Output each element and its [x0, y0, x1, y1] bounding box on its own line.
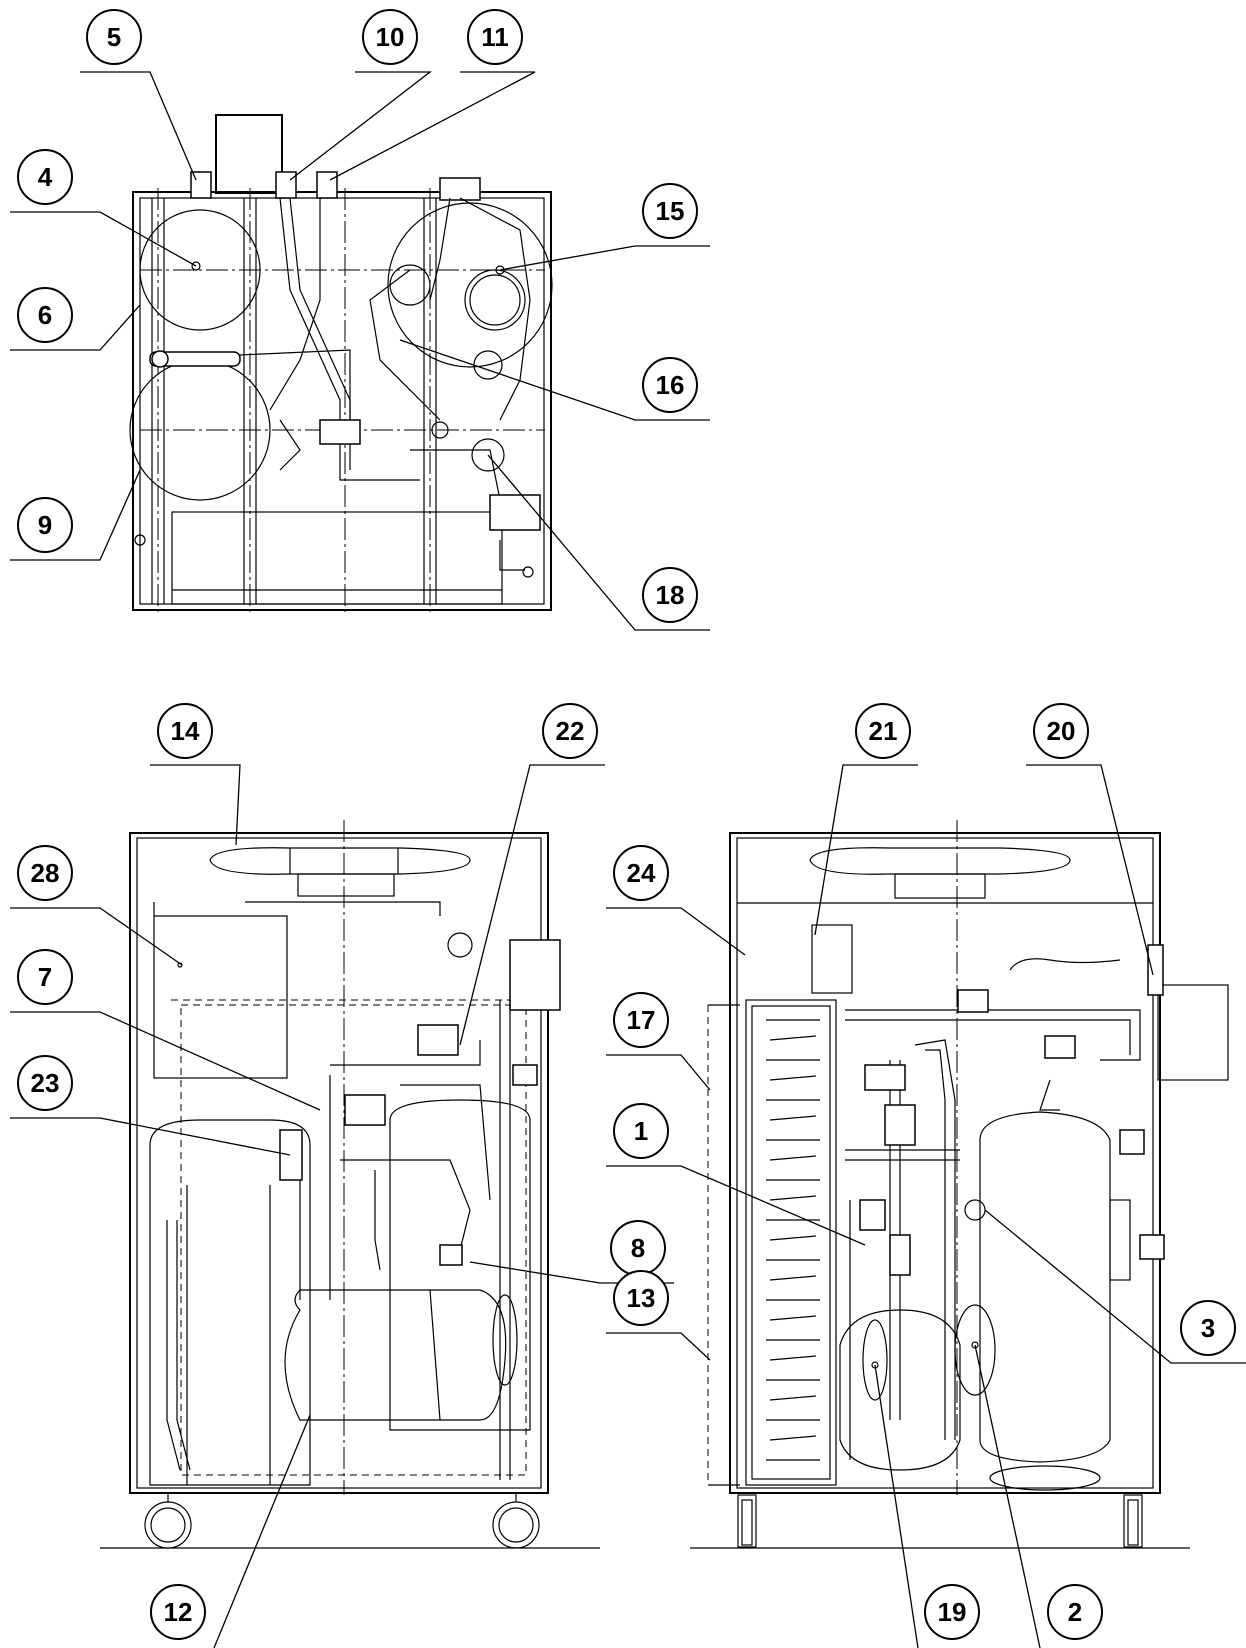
- balloon-14: 14: [157, 703, 213, 759]
- front-view-frame: [129, 832, 549, 1494]
- fan-front: [209, 847, 471, 875]
- top-duct: [215, 114, 283, 194]
- condenser-fins: [766, 1019, 820, 1461]
- leader-lines: [10, 71, 1246, 1648]
- balloon-6-label: 6: [38, 300, 52, 330]
- balloon-22: 22: [542, 703, 598, 759]
- balloon-6: 6: [17, 287, 73, 343]
- balloon-28-label: 28: [31, 858, 60, 888]
- caster-side-right: [1123, 1494, 1143, 1548]
- balloon-4: 4: [17, 149, 73, 205]
- balloon-13-label: 13: [627, 1283, 656, 1313]
- control-box: [153, 915, 288, 1079]
- side-view-frame: [729, 832, 1161, 1494]
- receiver-tank-top: [139, 209, 261, 331]
- balloon-11: 11: [467, 9, 523, 65]
- balloon-14-label: 14: [171, 716, 200, 746]
- balloon-13: 13: [613, 1270, 669, 1326]
- balloon-18-label: 18: [656, 580, 685, 610]
- balloon-8: 8: [610, 1220, 666, 1276]
- balloon-19: 19: [924, 1584, 980, 1640]
- caster-front-left: [144, 1493, 192, 1549]
- balloon-23-label: 23: [31, 1068, 60, 1098]
- balloon-7: 7: [17, 949, 73, 1005]
- balloon-19-label: 19: [938, 1597, 967, 1627]
- balloon-20-label: 20: [1047, 716, 1076, 746]
- balloon-7-label: 7: [38, 962, 52, 992]
- condenser-coil: [745, 999, 837, 1486]
- balloon-10: 10: [362, 9, 418, 65]
- balloon-24-label: 24: [627, 858, 656, 888]
- compressor-side: [979, 1111, 1111, 1463]
- balloon-17-label: 17: [627, 1005, 656, 1035]
- balloon-17: 17: [613, 992, 669, 1048]
- balloon-11-label: 11: [481, 22, 509, 52]
- balloon-1: 1: [613, 1103, 669, 1159]
- balloon-2: 2: [1047, 1584, 1103, 1640]
- balloon-10-label: 10: [376, 22, 405, 52]
- balloon-21: 21: [855, 703, 911, 759]
- balloon-15-label: 15: [656, 196, 685, 226]
- balloon-2-label: 2: [1068, 1597, 1082, 1627]
- balloon-20: 20: [1033, 703, 1089, 759]
- balloon-3-label: 3: [1201, 1313, 1215, 1343]
- side-view: [690, 820, 1229, 1549]
- balloon-5: 5: [86, 9, 142, 65]
- top-view-frame: [132, 191, 552, 611]
- balloon-21-label: 21: [869, 716, 898, 746]
- balloon-1-label: 1: [634, 1116, 648, 1146]
- balloon-5-label: 5: [107, 22, 121, 52]
- balloon-9: 9: [17, 497, 73, 553]
- balloon-16: 16: [642, 357, 698, 413]
- balloon-16-label: 16: [656, 370, 685, 400]
- balloon-28: 28: [17, 845, 73, 901]
- balloon-9-label: 9: [38, 510, 52, 540]
- balloon-18: 18: [642, 567, 698, 623]
- top-view-inner-frame: [139, 197, 545, 605]
- balloon-4-label: 4: [38, 162, 53, 192]
- fan-side: [809, 847, 1071, 875]
- balloon-12-label: 12: [164, 1597, 193, 1627]
- electrical-box-20: [1157, 984, 1229, 1081]
- top-view: [129, 114, 553, 612]
- caster-side-left: [737, 1494, 757, 1548]
- balloon-12: 12: [150, 1584, 206, 1640]
- receiver-tank-front: [284, 1289, 507, 1421]
- front-view: [100, 820, 600, 1549]
- terminal-box: [811, 924, 853, 994]
- balloon-23: 23: [17, 1055, 73, 1111]
- balloon-3: 3: [1180, 1300, 1236, 1356]
- balloon-22-label: 22: [556, 716, 585, 746]
- balloon-8-label: 8: [631, 1233, 645, 1263]
- balloon-24: 24: [613, 845, 669, 901]
- balloon-15: 15: [642, 183, 698, 239]
- caster-front-right: [492, 1493, 540, 1549]
